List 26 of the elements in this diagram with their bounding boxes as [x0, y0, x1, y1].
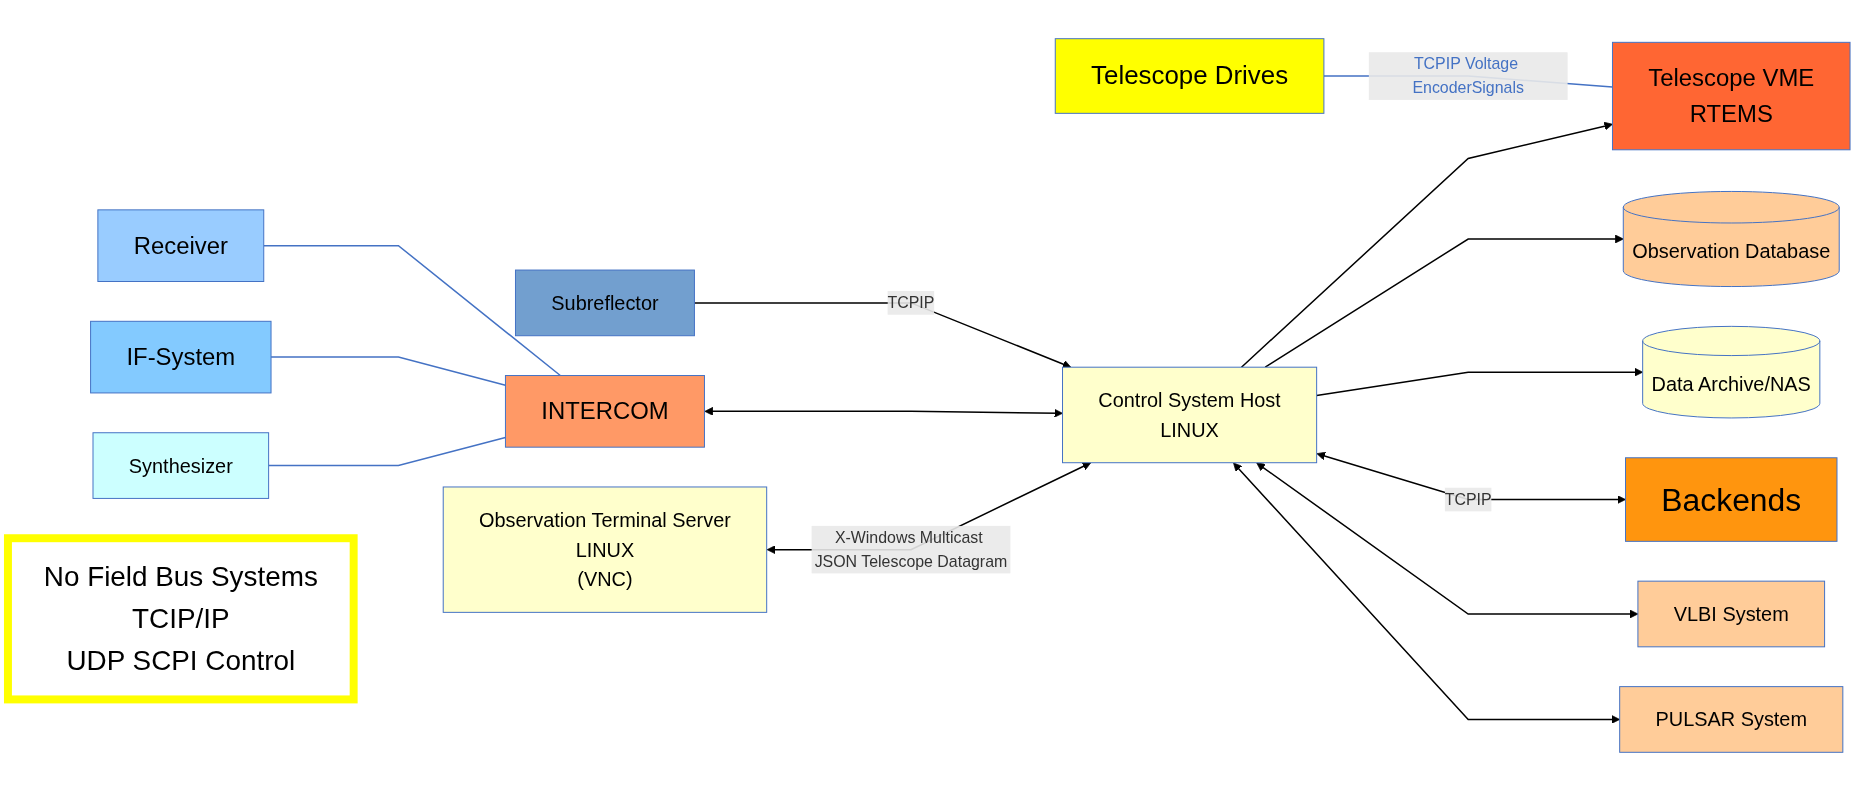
node-box: Receiver: [97, 209, 265, 282]
node-box: PULSAR System: [1619, 686, 1844, 753]
node-box: VLBI System: [1637, 580, 1826, 648]
node-box: Subreflector: [515, 269, 695, 337]
arrow: [1240, 121, 1613, 368]
node-box: Observation Terminal Server LINUX (VNC): [442, 486, 768, 613]
connector: [263, 244, 562, 377]
node-box: Backends: [1625, 457, 1838, 542]
arrow: [1256, 462, 1639, 619]
arrow: [1233, 462, 1621, 724]
edge-label: TCPIP Voltage EncoderSignals: [1412, 55, 1524, 96]
node-box: IF-System: [90, 320, 272, 394]
connector: [270, 356, 507, 386]
node-box: Synthesizer: [92, 432, 270, 499]
node-box: No Field Bus Systems TCIP/IP UDP SCPI Control: [4, 534, 358, 704]
node-box: Control System Host LINUX: [1062, 366, 1318, 464]
edge-label: TCPIP: [1444, 490, 1492, 508]
edge-label: X-Windows Multicast JSON Telescope Datagram: [814, 528, 1008, 570]
arrow: [704, 406, 1063, 418]
arrow: [1264, 234, 1624, 368]
node-box: INTERCOM: [504, 375, 705, 448]
connector: [267, 436, 507, 467]
edge-label: TCPIP: [887, 293, 935, 311]
arrow: [1315, 367, 1644, 397]
node-box: Telescope VME RTEMS: [1611, 41, 1851, 151]
node-box: Telescope Drives: [1054, 38, 1325, 114]
